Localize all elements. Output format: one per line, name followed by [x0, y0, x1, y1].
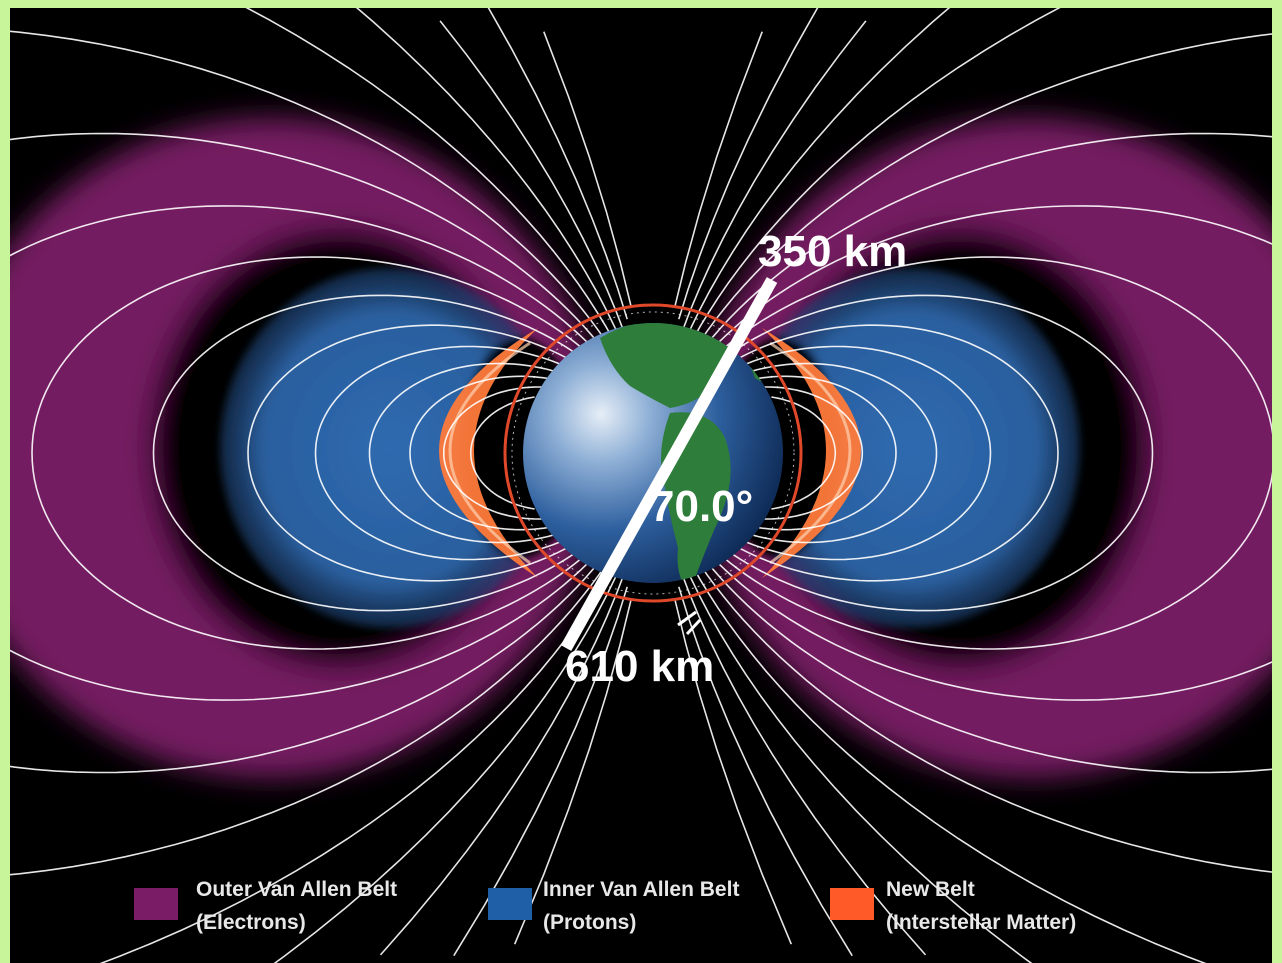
field-line [682, 8, 1033, 963]
field-line [757, 375, 897, 531]
field-line [674, 31, 793, 945]
field-line [314, 345, 564, 561]
field-line [678, 8, 853, 957]
legend-swatch-inner [488, 888, 532, 920]
orbit-ring [503, 303, 803, 603]
belt-diagram-svg: 350 km 610 km 70.0° Outer Van Allen Belt… [10, 8, 1272, 963]
field-line [771, 396, 837, 510]
field-line [763, 386, 864, 520]
legend-inner-line1: Inner Van Allen Belt [543, 878, 739, 901]
satellite-marker [677, 610, 702, 636]
legend-new-line2: (Interstellar Matter) [886, 911, 1076, 934]
field-line [513, 31, 632, 945]
legend-swatch-new [830, 888, 874, 920]
legend-outer-line2: (Electrons) [196, 911, 306, 934]
field-line [247, 324, 572, 582]
field-line [10, 30, 608, 876]
field-line [409, 375, 549, 531]
legend-item-outer-belt: Outer Van Allen Belt (Electrons) [134, 878, 397, 934]
field-line [680, 20, 927, 956]
field-line [716, 256, 1272, 650]
field-line [273, 8, 624, 963]
inclination-label: 70.0° [650, 482, 753, 531]
field-line [711, 205, 1272, 701]
field-line [10, 132, 601, 774]
field-line [747, 362, 938, 544]
field-line [152, 294, 580, 612]
legend-item-inner-belt: Inner Van Allen Belt (Protons) [488, 878, 739, 934]
magnetic-field-lines [10, 8, 1272, 963]
field-line [726, 294, 1154, 612]
satellite-track-icon [560, 277, 778, 651]
legend-item-new-belt: New Belt (Interstellar Matter) [830, 878, 1076, 934]
field-line [742, 345, 992, 561]
field-line [470, 396, 535, 510]
bottom-altitude-label: 610 km [565, 642, 714, 691]
field-line [698, 33, 1272, 873]
orbit-ticks [511, 311, 795, 595]
field-line [443, 386, 543, 520]
field-line [734, 324, 1059, 582]
legend-inner-line2: (Protons) [543, 911, 636, 934]
new-belt [439, 328, 861, 578]
field-line [453, 8, 628, 957]
top-altitude-label: 350 km [758, 227, 907, 276]
field-line [379, 20, 626, 956]
legend-outer-line1: Outer Van Allen Belt [196, 878, 397, 901]
field-line [10, 205, 595, 701]
field-line [691, 8, 1207, 963]
legend: Outer Van Allen Belt (Electrons) Inner V… [134, 878, 1076, 934]
van-allen-diagram: 350 km 610 km 70.0° Outer Van Allen Belt… [10, 8, 1272, 963]
field-line [31, 256, 590, 650]
legend-swatch-outer [134, 888, 178, 920]
legend-new-line1: New Belt [886, 878, 975, 901]
field-line [368, 362, 559, 544]
field-line [705, 132, 1272, 774]
